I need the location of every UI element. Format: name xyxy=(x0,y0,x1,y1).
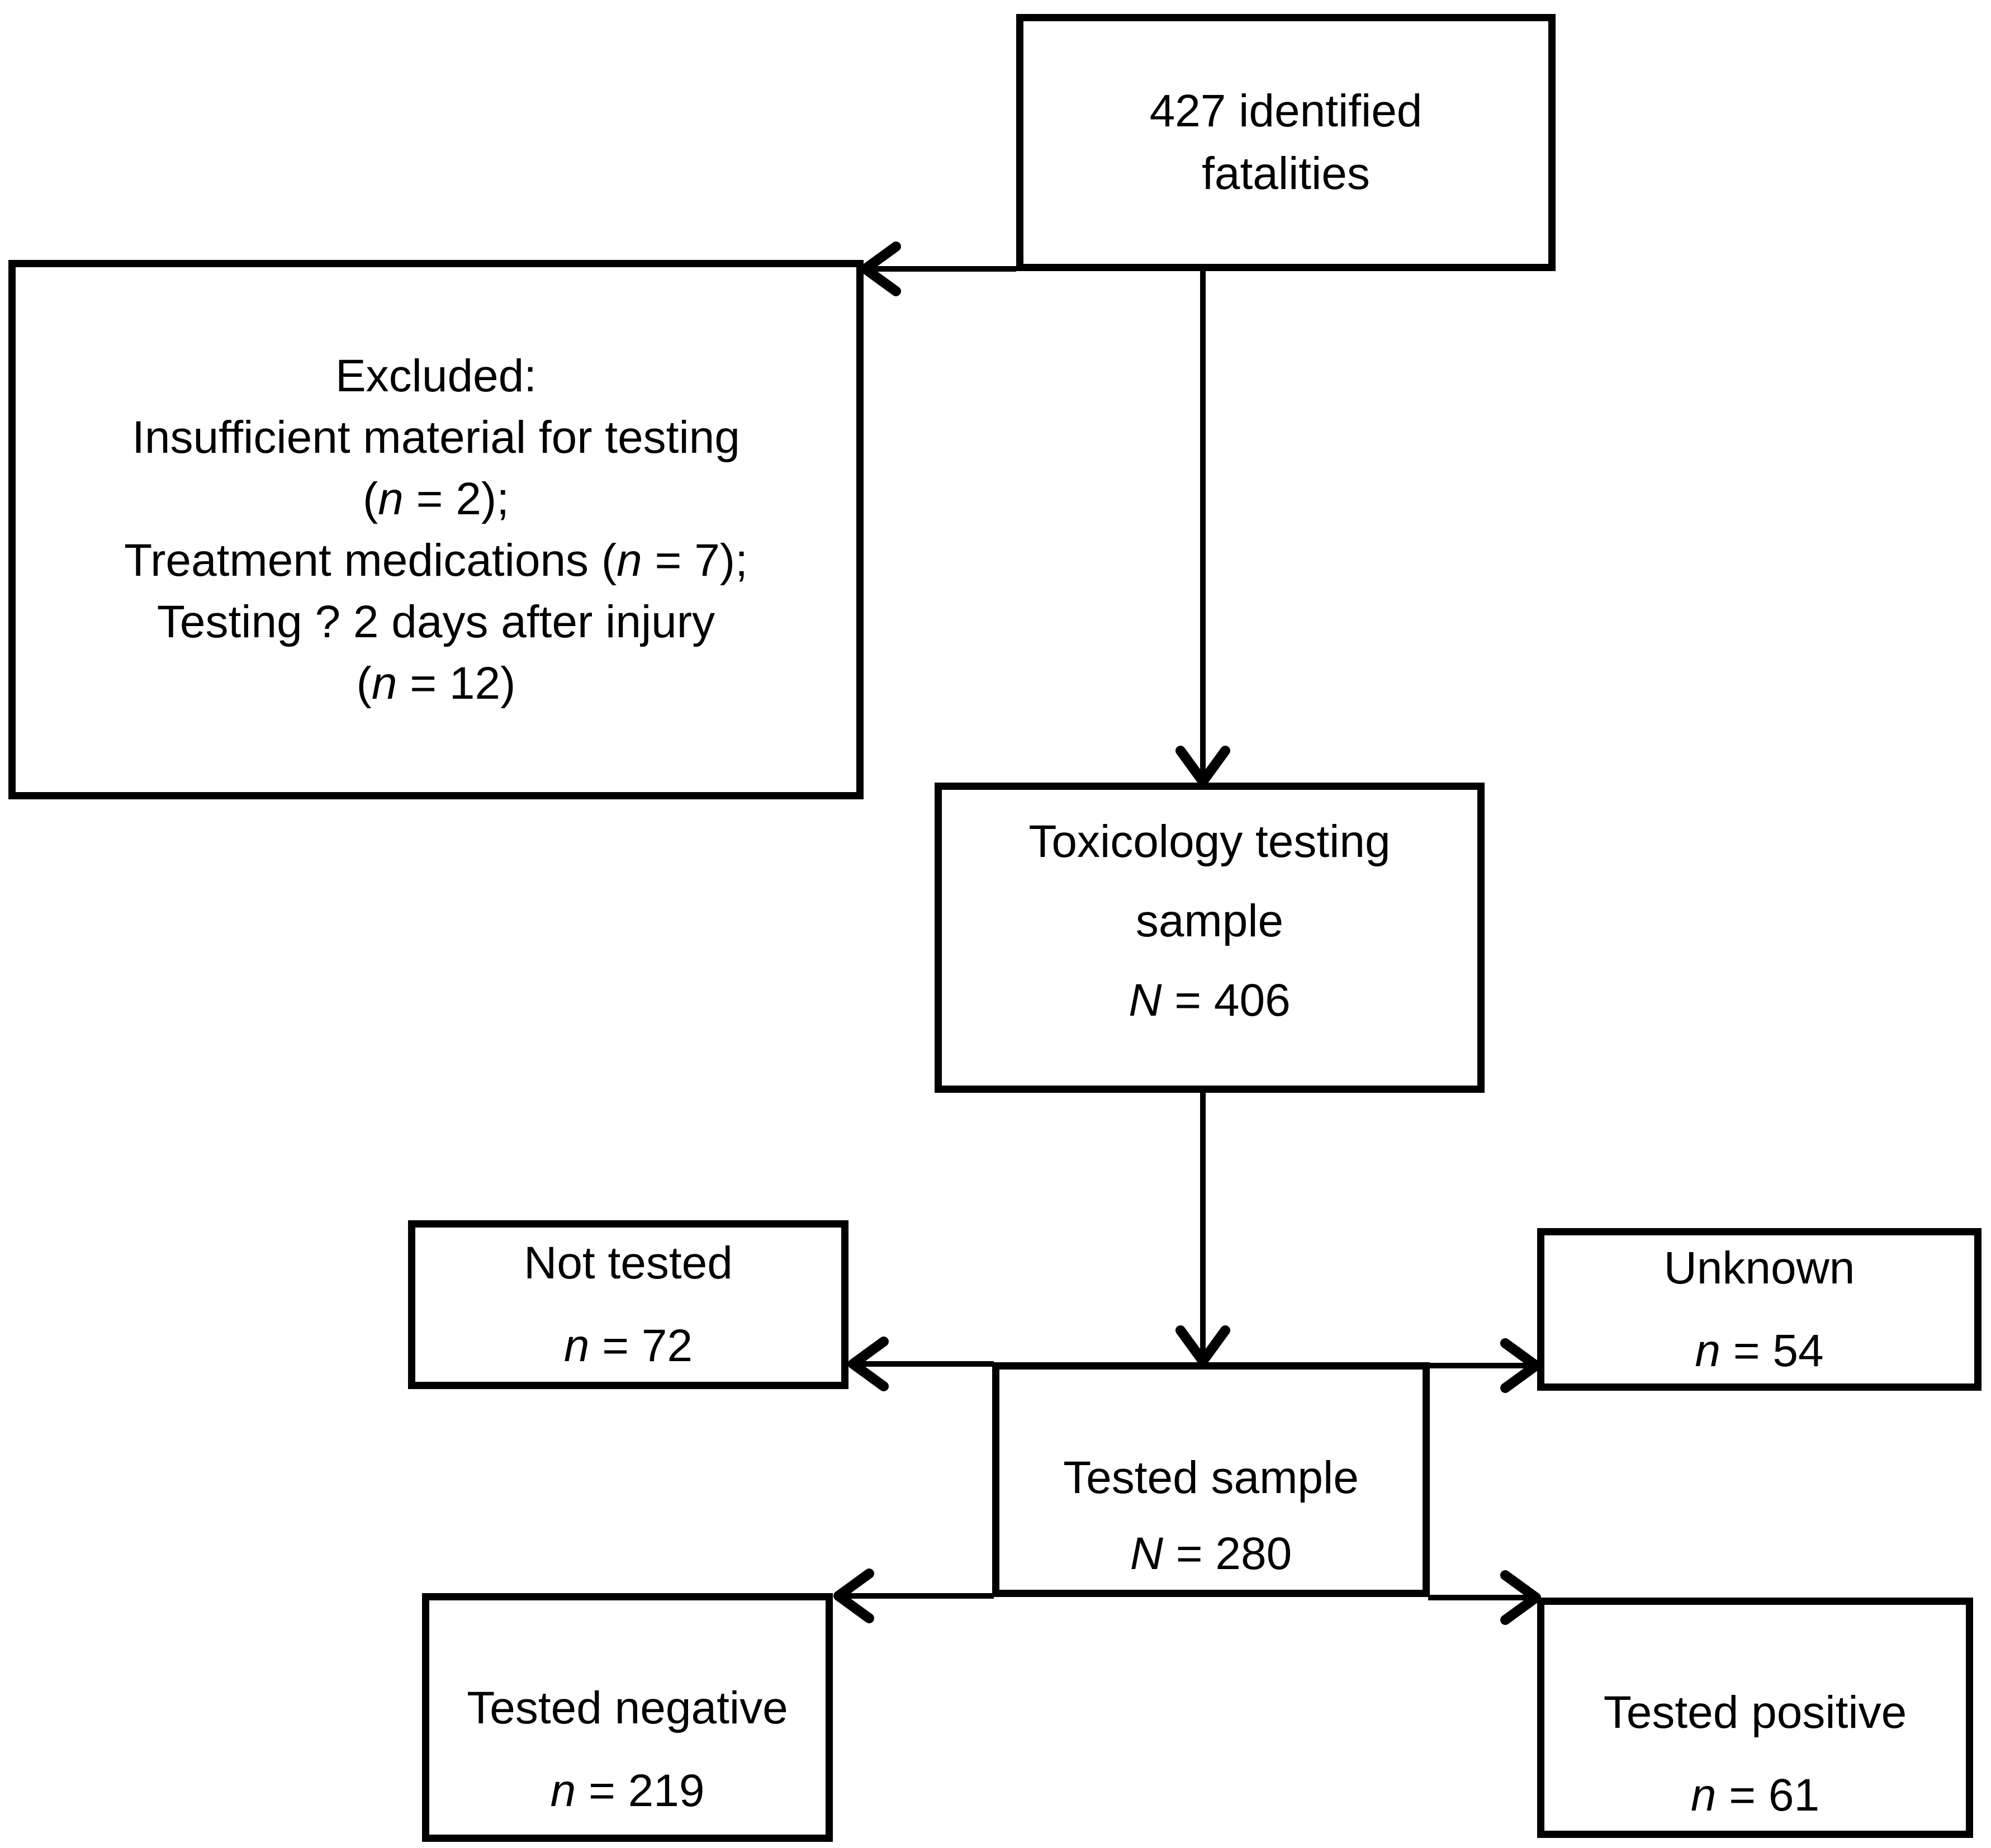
tested-sample-N-var: N xyxy=(1130,1528,1163,1579)
toxicology-count: N = 406 xyxy=(1129,974,1291,1026)
excluded-n-var-2: n xyxy=(617,534,642,586)
arrowhead-tested-negative xyxy=(833,1569,874,1623)
excluded-reason-2: Treatment medications (n = 7); xyxy=(124,534,748,586)
box-unknown: Unknown n = 54 xyxy=(1537,1228,1981,1391)
unknown-count: n = 54 xyxy=(1695,1325,1824,1376)
arrowhead-tested-sample xyxy=(1175,1325,1230,1366)
tested-negative-label: Tested negative xyxy=(467,1683,788,1733)
identified-line-1: 427 identified xyxy=(1149,86,1423,136)
excluded-n-var-1: n xyxy=(378,473,404,524)
excluded-reason-3-count: (n = 12) xyxy=(356,657,516,709)
box-tested-positive: Tested positive n = 61 xyxy=(1537,1598,1973,1838)
box-not-tested: Not tested n = 72 xyxy=(408,1220,848,1389)
box-identified-fatalities: 427 identified fatalities xyxy=(1016,14,1556,271)
not-tested-label: Not tested xyxy=(524,1238,733,1288)
not-tested-n-var: n xyxy=(563,1320,590,1371)
arrowhead-not-tested xyxy=(848,1337,889,1391)
not-tested-count: n = 72 xyxy=(563,1320,693,1371)
box-excluded: Excluded: Insufficient material for test… xyxy=(8,260,864,799)
tested-positive-n-var: n xyxy=(1690,1770,1717,1821)
toxicology-N-var: N xyxy=(1129,974,1162,1026)
arrowhead-toxicology xyxy=(1175,746,1230,786)
identified-line-2: fatalities xyxy=(1202,148,1370,199)
box-tested-negative: Tested negative n = 219 xyxy=(422,1593,833,1842)
excluded-reason-1-count: (n = 2); xyxy=(362,473,510,524)
toxicology-line-1: Toxicology testing xyxy=(1028,816,1391,867)
box-toxicology-testing-sample: Toxicology testing sample N = 406 xyxy=(935,783,1485,1093)
toxicology-line-2: sample xyxy=(1135,895,1284,946)
tested-negative-n-var: n xyxy=(550,1765,576,1816)
excluded-reason-1: Insufficient material for testing xyxy=(132,411,740,463)
unknown-label: Unknown xyxy=(1663,1242,1855,1293)
tested-negative-count: n = 219 xyxy=(550,1765,705,1816)
arrowhead-excluded xyxy=(860,241,901,296)
arrowhead-unknown xyxy=(1500,1338,1541,1393)
tested-positive-count: n = 61 xyxy=(1690,1770,1820,1821)
excluded-reason-3: Testing ? 2 days after injury xyxy=(157,596,715,647)
tested-positive-label: Tested positive xyxy=(1603,1687,1907,1738)
tested-sample-label: Tested sample xyxy=(1063,1452,1359,1503)
excluded-n-var-3: n xyxy=(371,657,397,709)
arrowhead-tested-positive xyxy=(1500,1570,1541,1625)
tested-sample-count: N = 280 xyxy=(1130,1528,1292,1579)
unknown-n-var: n xyxy=(1695,1325,1720,1376)
box-tested-sample: Tested sample N = 280 xyxy=(992,1362,1430,1597)
excluded-heading: Excluded: xyxy=(335,350,537,401)
